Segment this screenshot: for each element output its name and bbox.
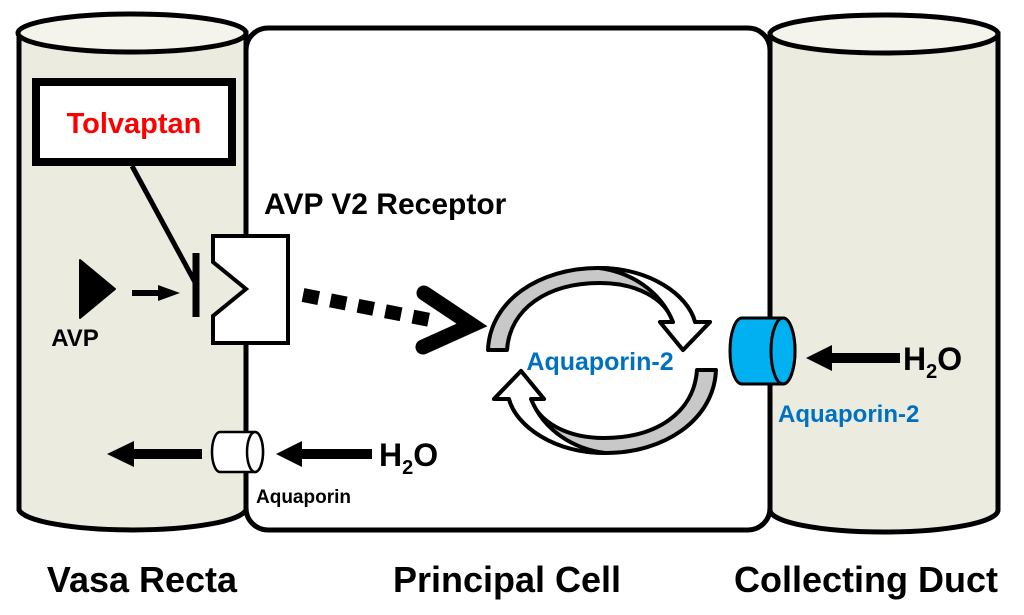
basal-aquaporin-label: Aquaporin <box>256 487 351 508</box>
avp-molecule-icon <box>79 259 116 319</box>
water-cell-arrow-icon <box>276 441 372 467</box>
vasa-recta-label: Vasa Recta <box>47 559 238 600</box>
tolvaptan-box <box>32 78 236 166</box>
inhibition-line <box>129 164 199 286</box>
v2-receptor-icon <box>211 234 290 345</box>
avp-label: AVP <box>51 325 99 352</box>
aquaporin2-channel-icon <box>728 316 797 386</box>
principal-cell-label: Principal Cell <box>393 559 621 600</box>
aquaporin-recycling-icon <box>486 266 718 455</box>
water-influx-arrow-icon <box>806 345 900 371</box>
collecting-duct-tube <box>767 12 1001 535</box>
duct-aquaporin2-label: Aquaporin-2 <box>778 401 919 428</box>
water-efflux-arrow-icon <box>107 441 202 467</box>
water-label-right: H2O <box>903 341 962 383</box>
water-label-left: H2O <box>379 437 438 479</box>
avp-binding-arrow-icon <box>132 285 180 301</box>
receptor-label: AVP V2 Receptor <box>264 188 507 221</box>
cycle-aquaporin2-label: Aquaporin-2 <box>526 348 673 376</box>
collecting-duct-label: Collecting Duct <box>734 559 998 600</box>
tolvaptan-label: Tolvaptan <box>67 108 202 140</box>
aquaporin-channel-icon <box>210 430 265 474</box>
signaling-arrow-icon <box>301 285 488 355</box>
